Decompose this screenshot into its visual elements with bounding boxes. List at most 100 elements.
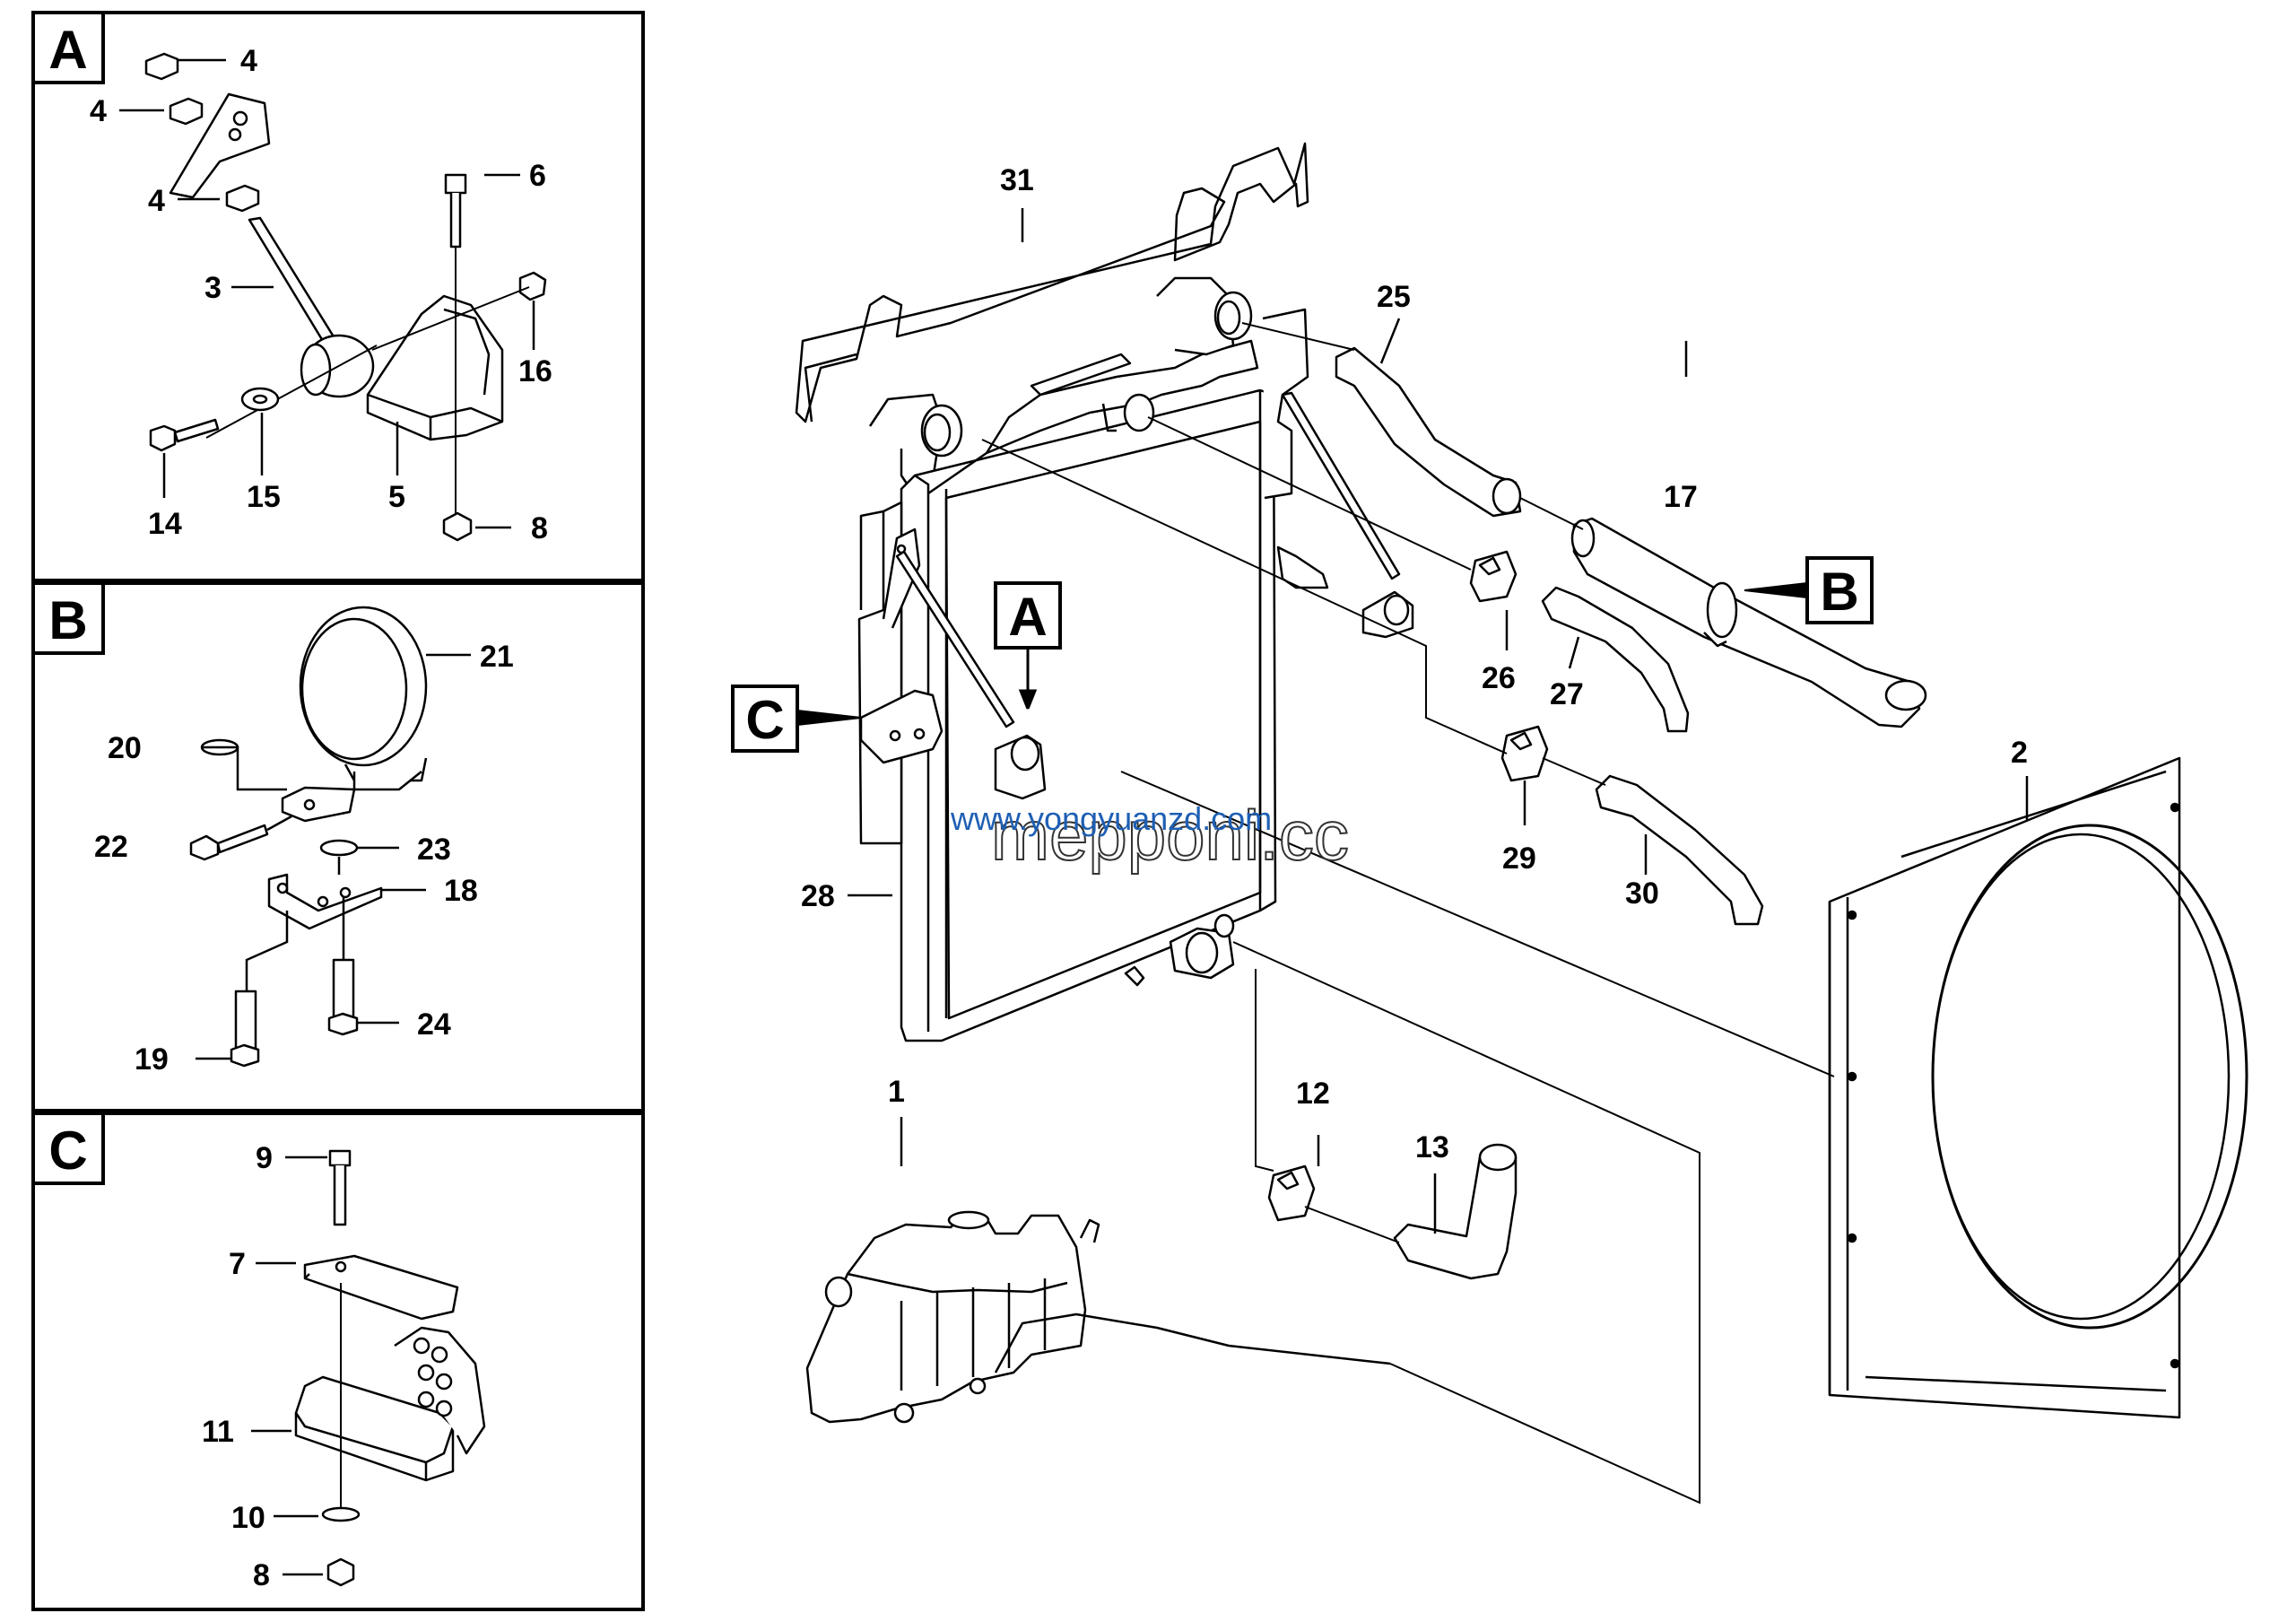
part-label-16: 16	[518, 354, 552, 388]
part-label-3: 3	[204, 271, 222, 305]
inset-c-labels: 9 7 11 10 8	[202, 1141, 273, 1592]
callout-b-box	[1805, 556, 1874, 624]
inset-a-nut-16	[518, 271, 547, 301]
inset-c-plate	[303, 1254, 459, 1321]
inset-a-nut-2	[169, 97, 204, 126]
part-label-29: 29	[1502, 842, 1536, 876]
inset-a-rod	[248, 216, 341, 352]
radiator-top-bracket	[1030, 353, 1132, 397]
hose-27	[1541, 586, 1690, 733]
inset-b-labels: 21 20 22 23 18 19 24	[94, 640, 514, 1077]
part-label-5: 5	[388, 480, 405, 514]
radiator-top-tank	[927, 339, 1259, 495]
part-label-15: 15	[247, 480, 281, 514]
part-label-18: 18	[444, 874, 478, 908]
callout-b-letter: B	[1820, 562, 1858, 622]
stay-rod-right	[1281, 391, 1401, 580]
right-side-bracket	[1262, 308, 1309, 500]
inset-c-letter: C	[48, 1121, 87, 1181]
inset-a-nut-3	[225, 184, 260, 213]
callout-c-letter: C	[745, 690, 784, 750]
inset-b-frame	[31, 581, 645, 1112]
expansion-tank	[805, 1214, 1087, 1424]
callout-a-letter: A	[1008, 587, 1047, 647]
part-label-7: 7	[229, 1247, 246, 1281]
fan-shroud	[1828, 756, 2181, 1419]
inset-b-mount-plate	[281, 786, 356, 823]
part-label-20: 20	[108, 731, 142, 765]
part-label-8b: 8	[253, 1558, 270, 1592]
expansion-tank-cap	[947, 1210, 990, 1230]
inset-b-leaders	[196, 653, 471, 1060]
inset-a-letter: A	[48, 20, 87, 80]
part-label-19: 19	[135, 1042, 169, 1077]
inset-c-leaders	[251, 1155, 327, 1576]
inset-c-letter-box	[31, 1112, 105, 1185]
inset-a-bolt-14	[149, 424, 177, 452]
inset-c-rubber-block	[294, 1375, 455, 1464]
part-label-12: 12	[1296, 1077, 1330, 1111]
part-label-17: 17	[1664, 480, 1698, 514]
inset-b-drawing	[189, 606, 428, 1068]
part-label-30: 30	[1625, 876, 1659, 911]
part-label-9: 9	[256, 1141, 273, 1175]
part-label-4b: 4	[90, 94, 107, 128]
part-label-1: 1	[888, 1075, 905, 1109]
part-label-26: 26	[1482, 661, 1516, 695]
c-bracket	[859, 689, 944, 764]
part-label-4c: 4	[148, 184, 165, 218]
part-label-25: 25	[1377, 280, 1411, 314]
part-label-31: 31	[1000, 163, 1034, 197]
inset-b-letter-box	[31, 581, 105, 655]
part-label-23: 23	[417, 833, 451, 867]
inset-a-leaders	[119, 58, 535, 529]
part-label-27: 27	[1550, 677, 1584, 711]
tank-overflow-hose	[994, 1312, 1391, 1373]
part-label-10: 10	[231, 1501, 265, 1535]
inset-c-drawing	[294, 1149, 486, 1587]
part-label-11: 11	[202, 1415, 234, 1449]
inset-b-letter: B	[48, 590, 87, 650]
stay-rod-a	[895, 550, 1015, 728]
inset-b-bolt-24	[332, 958, 355, 1020]
inset-a-nut-1	[144, 52, 179, 81]
left-upper-bracket	[882, 528, 921, 629]
inset-b-bracket	[267, 873, 383, 930]
part-label-28: 28	[801, 879, 835, 913]
inset-a-labels: 4 4 4 3 6 16 14 15 5 8	[90, 44, 552, 545]
watermark-large: mepponi.cc	[991, 796, 1349, 875]
part-label-13: 13	[1415, 1130, 1449, 1164]
inset-b-washer-23	[319, 839, 359, 857]
part-label-24: 24	[417, 1007, 451, 1042]
shroud-top-plate	[795, 142, 1309, 423]
inset-panels	[31, 11, 645, 1611]
watermark-url: www.yongyuanzd.com	[950, 800, 1272, 837]
inset-a-nut-8	[442, 511, 473, 542]
callouts	[731, 556, 1874, 753]
part-label-2: 2	[2011, 736, 2028, 770]
part-label-4a: 4	[240, 44, 257, 78]
main-leaders	[848, 208, 2029, 1504]
part-label-8a: 8	[531, 511, 548, 545]
inset-c-frame	[31, 1112, 645, 1611]
part-label-6: 6	[529, 159, 546, 193]
pipe-clamp	[1706, 581, 1738, 639]
hose-25	[1335, 346, 1522, 518]
part-label-21: 21	[480, 640, 514, 674]
inset-b-bolt-19	[234, 990, 257, 1051]
part-label-14: 14	[148, 507, 182, 541]
main-assembly	[795, 142, 2248, 1424]
inset-a-l-bracket	[366, 294, 504, 441]
inset-c-nut	[326, 1557, 355, 1587]
part-label-22: 22	[94, 830, 128, 864]
hose-30	[1595, 774, 1764, 926]
main-labels: 31 25 17 26 27 29 30 2 28 1 12 13	[801, 163, 2028, 1164]
inset-c-upright-bracket	[394, 1326, 486, 1455]
inset-a-frame	[31, 11, 645, 582]
inset-c-washer	[321, 1506, 361, 1522]
inset-c-bolt-head	[328, 1149, 352, 1167]
inset-a-drawing	[144, 52, 547, 542]
inset-a-letter-box	[31, 11, 105, 84]
inset-b-bolt-22	[189, 834, 220, 861]
